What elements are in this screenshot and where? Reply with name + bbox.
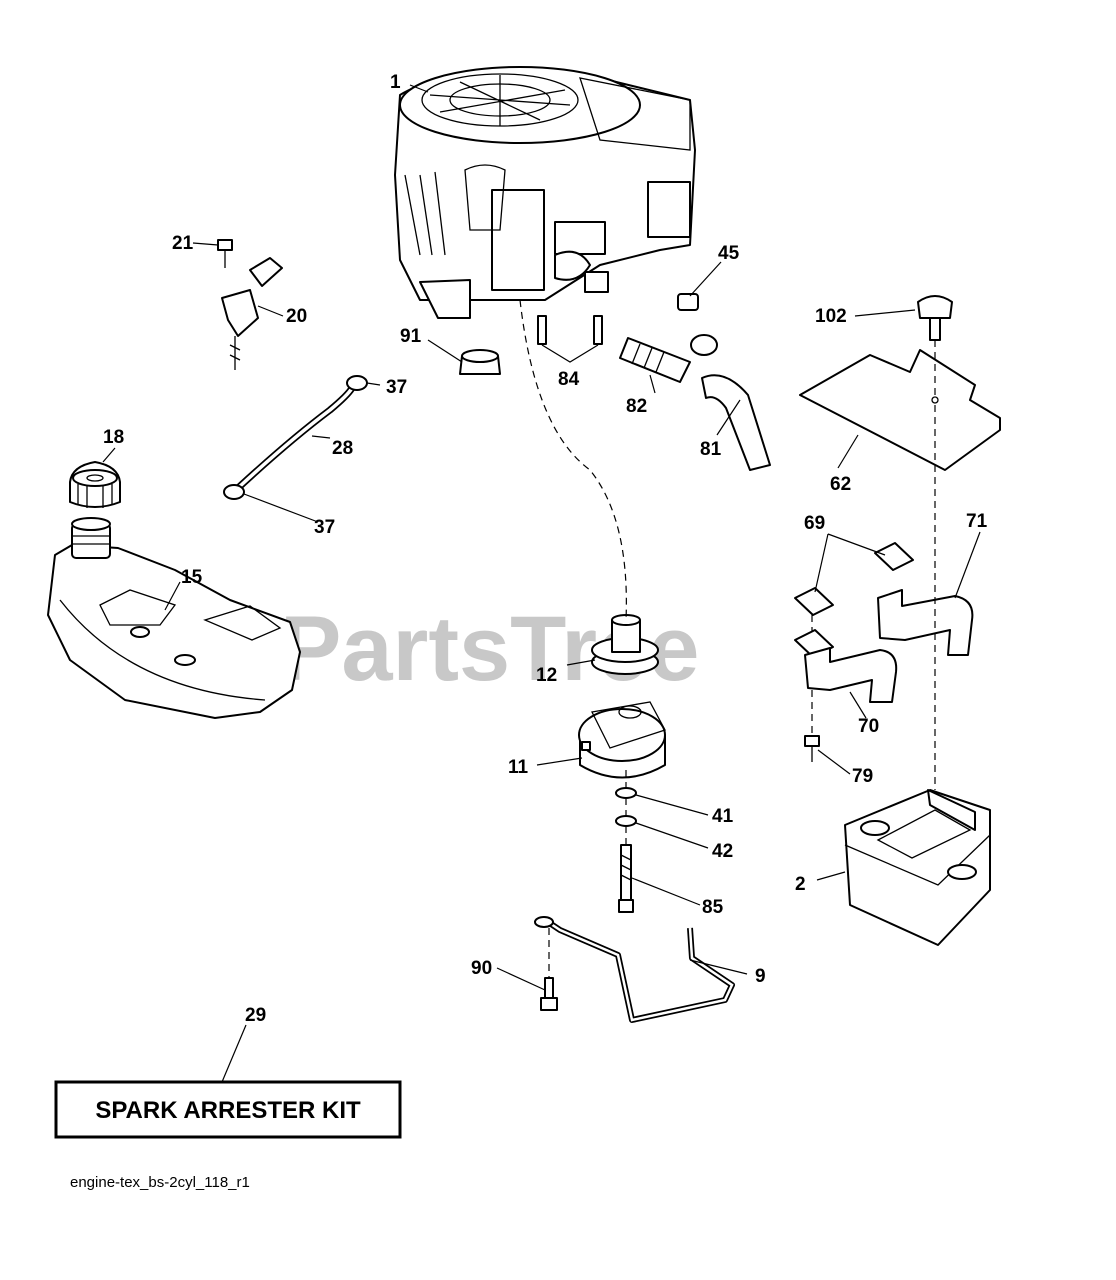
- callout-82: 82: [626, 396, 647, 417]
- fuel-cap-part[interactable]: [69, 461, 121, 508]
- callout-15: 15: [181, 567, 203, 588]
- diagram-code: engine-tex_bs-2cyl_118_r1: [70, 1174, 250, 1191]
- callout-102: 102: [815, 306, 847, 327]
- callout-18: 18: [103, 427, 124, 448]
- bolt-21-part[interactable]: [217, 239, 233, 268]
- callout-41: 41: [712, 806, 734, 827]
- callout-1: 1: [390, 72, 401, 93]
- pulley-part[interactable]: [591, 614, 659, 675]
- fuel-tank-part[interactable]: [47, 544, 301, 719]
- callout-2: 2: [795, 874, 806, 895]
- spark-arrester-kit-box[interactable]: SPARK ARRESTER KIT: [54, 1080, 402, 1139]
- muffler-part[interactable]: [844, 789, 991, 946]
- knob-part[interactable]: [917, 295, 953, 341]
- bushing-part[interactable]: [459, 349, 501, 375]
- oil-drain-hose-part[interactable]: [701, 374, 771, 471]
- callout-62: 62: [830, 474, 851, 495]
- callout-91: 91: [400, 326, 422, 347]
- engine-part[interactable]: [394, 66, 696, 319]
- callout-69: 69: [804, 513, 825, 534]
- hose-clamp-bottom-part[interactable]: [223, 484, 245, 500]
- clutch-bolt-part[interactable]: [618, 844, 634, 913]
- callout-71: 71: [966, 511, 988, 532]
- callout-81: 81: [700, 439, 722, 460]
- callout-9: 9: [755, 966, 766, 987]
- callout-90: 90: [471, 958, 492, 979]
- callout-79: 79: [852, 766, 873, 787]
- electric-clutch-part[interactable]: [578, 701, 666, 779]
- washer-42-part[interactable]: [615, 815, 637, 827]
- callout-45: 45: [718, 243, 740, 264]
- hose-clamp-top-part[interactable]: [346, 375, 368, 391]
- callout-29: 29: [245, 1005, 266, 1026]
- spark-arrester-kit-label: SPARK ARRESTER KIT: [95, 1097, 361, 1124]
- clutch-rod-part[interactable]: [534, 916, 735, 1023]
- drain-cap-part[interactable]: [677, 293, 699, 311]
- callout-28: 28: [332, 438, 353, 459]
- callout-37-top: 37: [386, 377, 407, 398]
- callout-84: 84: [558, 369, 580, 390]
- exhaust-pipe-71-part[interactable]: [877, 589, 974, 656]
- exhaust-pipe-70-part[interactable]: [804, 647, 898, 703]
- callout-12: 12: [536, 665, 557, 686]
- heat-shield-part[interactable]: [799, 349, 1001, 471]
- fuel-hose-part[interactable]: [236, 387, 354, 490]
- callout-20: 20: [286, 306, 307, 327]
- callout-11: 11: [508, 757, 529, 778]
- callout-70: 70: [858, 716, 879, 737]
- callout-42: 42: [712, 841, 733, 862]
- washer-41-part[interactable]: [615, 787, 637, 799]
- tank-neck-part: [71, 517, 111, 559]
- exhaust-bolt-part[interactable]: [804, 735, 820, 762]
- rod-bolt-part[interactable]: [540, 977, 558, 1011]
- oil-drain-valve-part[interactable]: [619, 334, 718, 383]
- engine-bolts-part[interactable]: [537, 315, 603, 345]
- callout-85: 85: [702, 897, 724, 918]
- callout-21: 21: [172, 233, 194, 254]
- callout-37-bottom: 37: [314, 517, 335, 538]
- exhaust-gaskets-part[interactable]: [794, 542, 914, 658]
- throttle-control-part[interactable]: [221, 257, 283, 370]
- leader-lines: [102, 84, 981, 1083]
